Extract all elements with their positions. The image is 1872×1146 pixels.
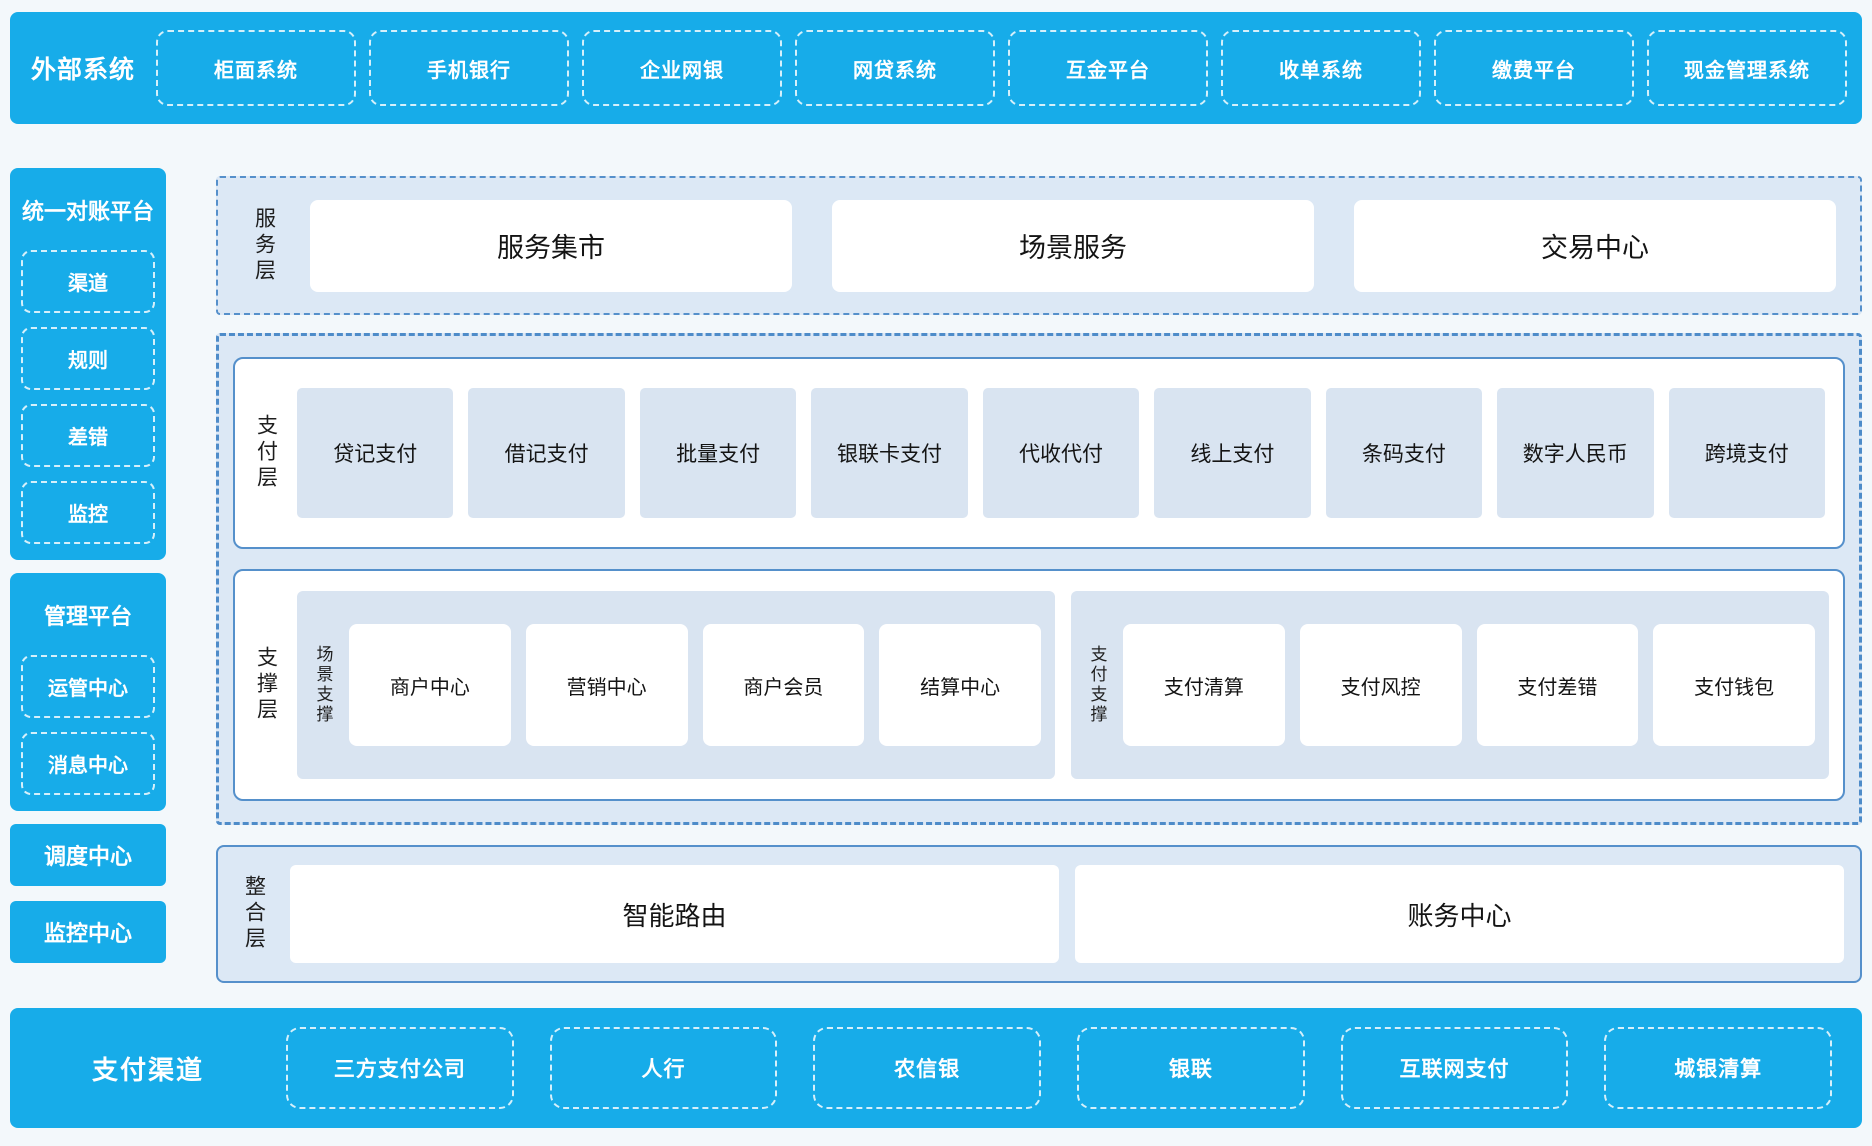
scene-support-group: 场景支撑 商户中心 营销中心 商户会员 结算中心 xyxy=(297,591,1055,779)
external-system-acquiring: 收单系统 xyxy=(1221,30,1421,106)
external-system-mobile-banking: 手机银行 xyxy=(369,30,569,106)
left-sidebar: 统一对账平台 渠道 规则 差错 监控 管理平台 运管中心 消息中心 调度中心 监… xyxy=(10,168,166,978)
integration-layer-container: 整合层 智能路由 账务中心 xyxy=(216,845,1862,983)
scene-support-cards: 商户中心 营销中心 商户会员 结算中心 xyxy=(349,624,1041,746)
service-layer-items: 服务集市 场景服务 交易中心 xyxy=(310,199,1860,292)
payment-tile-batch: 批量支付 xyxy=(639,388,797,518)
card-settlement-center: 结算中心 xyxy=(879,624,1041,746)
support-layer-groups: 场景支撑 商户中心 营销中心 商户会员 结算中心 支付支撑 支付清算 支付风控 … xyxy=(297,591,1843,779)
card-marketing-center: 营销中心 xyxy=(525,624,688,746)
payment-tile-debit: 借记支付 xyxy=(468,388,625,518)
monitor-center-block: 监控中心 xyxy=(10,901,166,963)
card-payment-clearing: 支付清算 xyxy=(1123,624,1285,746)
payment-layer-label: 支付层 xyxy=(254,414,278,492)
payment-channels-items: 三方支付公司 人行 农信银 银联 互联网支付 城银清算 xyxy=(286,1027,1862,1109)
payment-layer-label-wrap: 支付层 xyxy=(235,359,297,547)
reconciliation-platform-title: 统一对账平台 xyxy=(21,199,154,224)
external-system-fee-payment: 缴费平台 xyxy=(1434,30,1634,106)
integration-box-smart-routing: 智能路由 xyxy=(290,865,1059,963)
scene-support-label: 场景支撑 xyxy=(313,645,333,725)
payment-tile-credit: 贷记支付 xyxy=(297,388,454,518)
management-platform-block: 管理平台 运管中心 消息中心 xyxy=(10,573,166,811)
payment-tile-online: 线上支付 xyxy=(1154,388,1311,518)
card-payment-errors: 支付差错 xyxy=(1476,624,1639,746)
card-payment-wallet: 支付钱包 xyxy=(1653,624,1815,746)
payment-tile-collection-agency: 代收代付 xyxy=(982,388,1140,518)
reconciliation-item-monitoring: 监控 xyxy=(21,481,155,544)
management-item-operations-center: 运管中心 xyxy=(21,655,155,718)
payment-tile-digital-rmb: 数字人民币 xyxy=(1497,388,1654,518)
external-systems-title: 外部系统 xyxy=(30,56,135,84)
card-merchant-center: 商户中心 xyxy=(349,624,511,746)
channel-third-party-payment: 三方支付公司 xyxy=(286,1027,514,1109)
external-system-counter: 柜面系统 xyxy=(156,30,356,106)
payment-support-label-wrap: 支付支撑 xyxy=(1071,591,1123,779)
external-system-cash-management: 现金管理系统 xyxy=(1647,30,1847,106)
channel-internet-payment: 互联网支付 xyxy=(1340,1027,1569,1109)
integration-layer-items: 智能路由 账务中心 xyxy=(290,865,1860,963)
service-box-scene-service: 场景服务 xyxy=(832,199,1314,292)
service-layer-label: 服务层 xyxy=(252,206,276,285)
payment-support-cards: 支付清算 支付风控 支付差错 支付钱包 xyxy=(1123,624,1815,746)
service-layer-label-wrap: 服务层 xyxy=(218,178,310,313)
payment-layer-box: 支付层 贷记支付 借记支付 批量支付 银联卡支付 代收代付 线上支付 条码支付 … xyxy=(233,357,1845,549)
integration-layer-label-wrap: 整合层 xyxy=(218,847,290,981)
channel-city-bank-clearing: 城银清算 xyxy=(1604,1027,1833,1109)
support-layer-label: 支撑层 xyxy=(254,646,278,724)
channel-unionpay: 银联 xyxy=(1077,1027,1305,1109)
support-layer-label-wrap: 支撑层 xyxy=(235,571,297,799)
card-payment-risk-control: 支付风控 xyxy=(1299,624,1462,746)
integration-layer-label: 整合层 xyxy=(242,875,266,953)
payment-tile-barcode: 条码支付 xyxy=(1325,388,1483,518)
payment-channels-bar: 支付渠道 三方支付公司 人行 农信银 银联 互联网支付 城银清算 xyxy=(10,1008,1862,1128)
service-layer-container: 服务层 服务集市 场景服务 交易中心 xyxy=(216,176,1862,315)
support-layer-box: 支撑层 场景支撑 商户中心 营销中心 商户会员 结算中心 支付支撑 支付 xyxy=(233,569,1845,801)
service-box-trade-center: 交易中心 xyxy=(1354,199,1836,292)
payment-layer-tiles: 贷记支付 借记支付 批量支付 银联卡支付 代收代付 线上支付 条码支付 数字人民… xyxy=(297,388,1843,518)
reconciliation-item-channel: 渠道 xyxy=(21,250,155,313)
external-system-corporate-ebank: 企业网银 xyxy=(582,30,782,106)
external-systems-bar: 外部系统 柜面系统 手机银行 企业网银 网贷系统 互金平台 收单系统 缴费平台 … xyxy=(10,12,1862,124)
payment-support-label: 支付支撑 xyxy=(1087,645,1107,725)
external-systems-items: 柜面系统 手机银行 企业网银 网贷系统 互金平台 收单系统 缴费平台 现金管理系… xyxy=(156,30,1862,106)
scene-support-label-wrap: 场景支撑 xyxy=(297,591,349,779)
reconciliation-item-rules: 规则 xyxy=(21,327,155,390)
payment-support-wrapper: 支付层 贷记支付 借记支付 批量支付 银联卡支付 代收代付 线上支付 条码支付 … xyxy=(216,333,1862,825)
reconciliation-platform-block: 统一对账平台 渠道 规则 差错 监控 xyxy=(10,168,166,560)
payment-support-group: 支付支撑 支付清算 支付风控 支付差错 支付钱包 xyxy=(1071,591,1829,779)
card-merchant-member: 商户会员 xyxy=(702,624,865,746)
management-platform-title: 管理平台 xyxy=(43,604,132,629)
channel-rural-credit-bank: 农信银 xyxy=(813,1027,1042,1109)
dispatch-center-block: 调度中心 xyxy=(10,824,166,886)
external-system-online-loan: 网贷系统 xyxy=(795,30,995,106)
external-system-internet-finance: 互金平台 xyxy=(1008,30,1208,106)
integration-box-accounting-center: 账务中心 xyxy=(1075,865,1844,963)
channel-pboc: 人行 xyxy=(549,1027,778,1109)
service-box-service-market: 服务集市 xyxy=(310,199,792,292)
payment-channels-title: 支付渠道 xyxy=(91,1054,204,1085)
reconciliation-item-errors: 差错 xyxy=(21,404,155,467)
management-item-message-center: 消息中心 xyxy=(21,732,155,795)
payment-tile-unionpay-card: 银联卡支付 xyxy=(811,388,968,518)
payment-tile-cross-border: 跨境支付 xyxy=(1668,388,1825,518)
